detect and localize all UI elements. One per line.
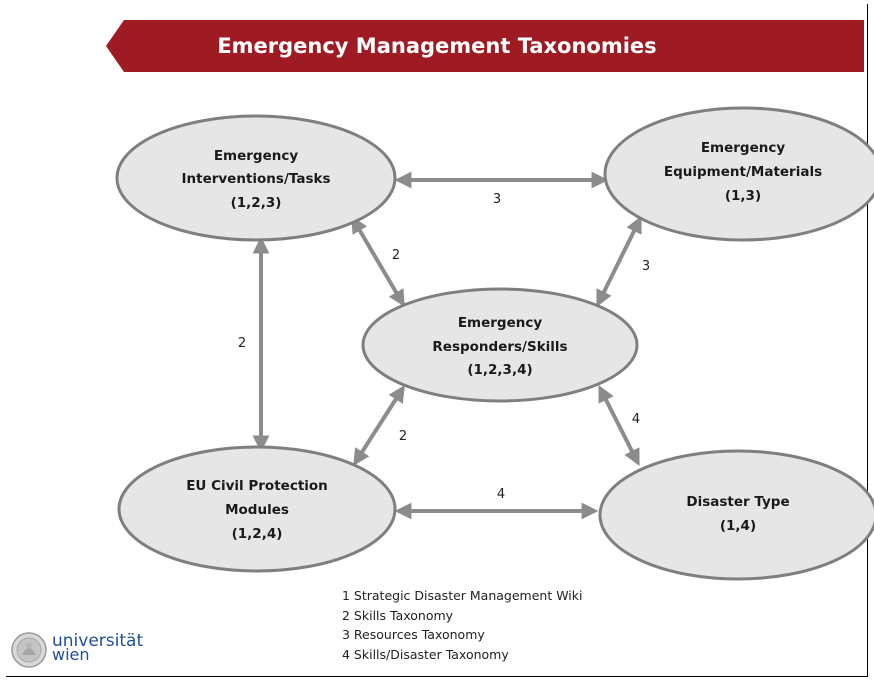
- node-responders-line1: Emergency: [458, 315, 543, 331]
- node-responders: Emergency Responders/Skills (1,2,3,4): [361, 287, 639, 403]
- node-disaster-type-line2: (1,4): [720, 518, 756, 534]
- edge-label-interventions-eu: 2: [238, 336, 246, 351]
- edge-label-interventions-equipment: 3: [493, 192, 501, 207]
- node-interventions-line2: Interventions/Tasks: [181, 171, 330, 187]
- title-banner: [106, 20, 864, 72]
- node-responders-line2: Responders/Skills: [432, 339, 567, 355]
- node-interventions: Emergency Interventions/Tasks (1,2,3): [115, 114, 397, 242]
- node-equipment-line2: Equipment/Materials: [664, 164, 822, 180]
- logo-wordmark: universität wien: [52, 631, 144, 664]
- legend: 1 Strategic Disaster Management Wiki 2 S…: [342, 586, 582, 664]
- legend-item: 1 Strategic Disaster Management Wiki: [342, 588, 583, 603]
- slide-frame: [6, 4, 868, 677]
- arrow-equipment-responders: [596, 215, 642, 308]
- arrow-interventions-responders: [351, 216, 405, 307]
- university-logo: universität wien: [10, 631, 170, 671]
- node-interventions-line3: (1,2,3): [231, 195, 282, 211]
- arrow-eu-responders: [353, 385, 405, 466]
- legend-item: 2 Skills Taxonomy: [342, 607, 454, 623]
- edge-label-responders-disaster: 4: [632, 412, 640, 427]
- legend-item: 3 Resources Taxonomy: [342, 627, 485, 642]
- logo-line1: universität: [52, 631, 144, 651]
- node-disaster-type: Disaster Type (1,4): [598, 449, 874, 581]
- node-equipment-line3: (1,3): [725, 188, 761, 204]
- logo-line2: wien: [52, 645, 90, 664]
- slide-title: Emergency Management Taxonomies: [217, 34, 657, 58]
- node-eu-modules-line1: EU Civil Protection: [186, 478, 328, 494]
- node-equipment: Emergency Equipment/Materials (1,3): [603, 106, 874, 242]
- edge-label-eu-disaster: 4: [497, 487, 505, 502]
- edge-label-eu-responders: 2: [399, 429, 407, 444]
- node-interventions-line1: Emergency: [214, 148, 299, 164]
- node-eu-modules-line3: (1,2,4): [232, 526, 283, 542]
- edge-label-interventions-responders: 2: [392, 248, 400, 263]
- node-eu-modules-line2: Modules: [225, 502, 289, 518]
- node-disaster-type-line1: Disaster Type: [686, 494, 789, 510]
- node-responders-line3: (1,2,3,4): [467, 362, 532, 378]
- arrow-responders-disaster: [598, 385, 640, 466]
- seal-icon: [11, 632, 47, 668]
- edge-label-equipment-responders: 3: [642, 259, 650, 274]
- node-equipment-line1: Emergency: [701, 140, 786, 156]
- legend-item: 4 Skills/Disaster Taxonomy: [342, 646, 509, 662]
- node-eu-modules: EU Civil Protection Modules (1,2,4): [117, 445, 397, 573]
